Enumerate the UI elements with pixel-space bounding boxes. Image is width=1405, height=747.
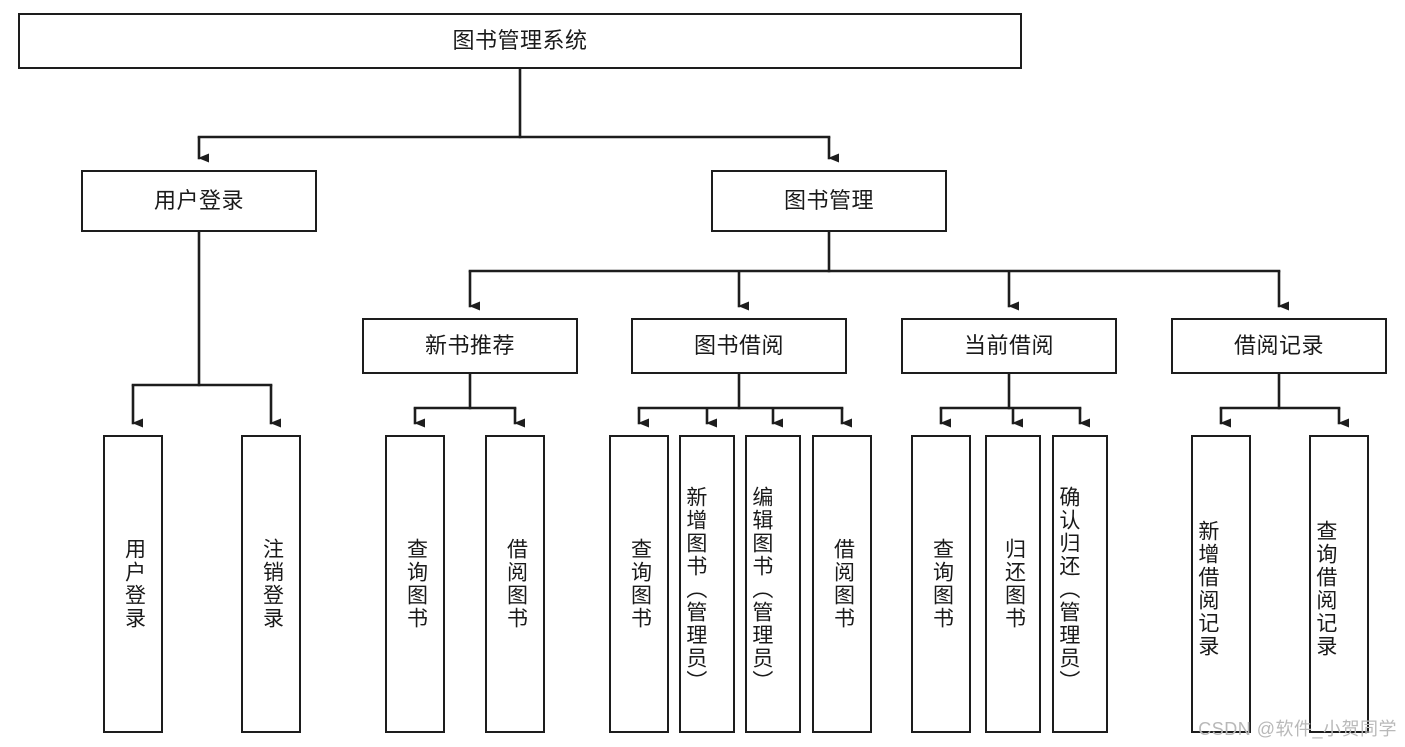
node-book-borrow-label: 图书借阅: [693, 332, 784, 358]
node-leaf-add-borrow-record-label: 新增借阅记录: [1195, 520, 1219, 658]
node-leaf-borrow-book-borrow-label: 借阅图书: [831, 538, 855, 630]
node-leaf-add-borrow-record[interactable]: 新增借阅记录: [1191, 435, 1251, 733]
node-borrow-record-label: 借阅记录: [1233, 332, 1324, 358]
node-leaf-return-book[interactable]: 归还图书: [985, 435, 1041, 733]
node-leaf-query-book-current[interactable]: 查询图书: [911, 435, 971, 733]
node-root-label: 图书管理系统: [452, 27, 588, 53]
node-leaf-borrow-book-recommend-label: 借阅图书: [504, 538, 528, 630]
node-leaf-borrow-book-borrow[interactable]: 借阅图书: [812, 435, 872, 733]
node-leaf-confirm-return-admin[interactable]: 确认归还（管理员）: [1052, 435, 1108, 733]
node-user-login-label: 用户登录: [153, 187, 244, 213]
node-leaf-logout-login[interactable]: 注销登录: [241, 435, 301, 733]
node-leaf-add-book-admin-label: 新增图书（管理员）: [683, 485, 707, 693]
node-current-borrow[interactable]: 当前借阅: [901, 318, 1117, 374]
node-root-system[interactable]: 图书管理系统: [18, 13, 1022, 69]
connector-currentborrow-to-leaves: [939, 372, 1090, 428]
node-leaf-user-login-label: 用户登录: [122, 538, 146, 630]
node-new-book-recommend[interactable]: 新书推荐: [362, 318, 578, 374]
connector-borrowrecord-to-leaves: [1219, 372, 1349, 428]
node-leaf-query-borrow-record[interactable]: 查询借阅记录: [1309, 435, 1369, 733]
node-book-manage-label: 图书管理: [783, 187, 874, 213]
node-leaf-return-book-label: 归还图书: [1002, 538, 1026, 630]
node-book-manage[interactable]: 图书管理: [711, 170, 947, 232]
connector-newbook-to-leaves: [413, 372, 525, 428]
node-leaf-query-book-recommend[interactable]: 查询图书: [385, 435, 445, 733]
node-leaf-query-borrow-record-label: 查询借阅记录: [1313, 520, 1337, 658]
node-leaf-add-book-admin[interactable]: 新增图书（管理员）: [679, 435, 735, 733]
connector-bookborrow-to-leaves: [637, 372, 852, 428]
node-new-book-recommend-label: 新书推荐: [424, 332, 515, 358]
node-borrow-record[interactable]: 借阅记录: [1171, 318, 1387, 374]
node-leaf-query-book-recommend-label: 查询图书: [404, 538, 428, 630]
node-leaf-borrow-book-recommend[interactable]: 借阅图书: [485, 435, 545, 733]
node-leaf-query-book-current-label: 查询图书: [930, 538, 954, 630]
node-user-login[interactable]: 用户登录: [81, 170, 317, 232]
node-leaf-edit-book-admin-label: 编辑图书（管理员）: [749, 485, 773, 693]
node-book-borrow[interactable]: 图书借阅: [631, 318, 847, 374]
node-leaf-edit-book-admin[interactable]: 编辑图书（管理员）: [745, 435, 801, 733]
node-leaf-user-login[interactable]: 用户登录: [103, 435, 163, 733]
node-current-borrow-label: 当前借阅: [963, 332, 1054, 358]
connector-userlogin-to-leaves: [131, 230, 281, 428]
node-leaf-query-book-borrow[interactable]: 查询图书: [609, 435, 669, 733]
node-leaf-logout-login-label: 注销登录: [260, 538, 284, 630]
node-leaf-confirm-return-admin-label: 确认归还（管理员）: [1056, 485, 1080, 693]
connector-bookmanage-to-level3: [468, 230, 1289, 311]
node-leaf-query-book-borrow-label: 查询图书: [628, 538, 652, 630]
connector-root-to-level2: [197, 67, 839, 163]
